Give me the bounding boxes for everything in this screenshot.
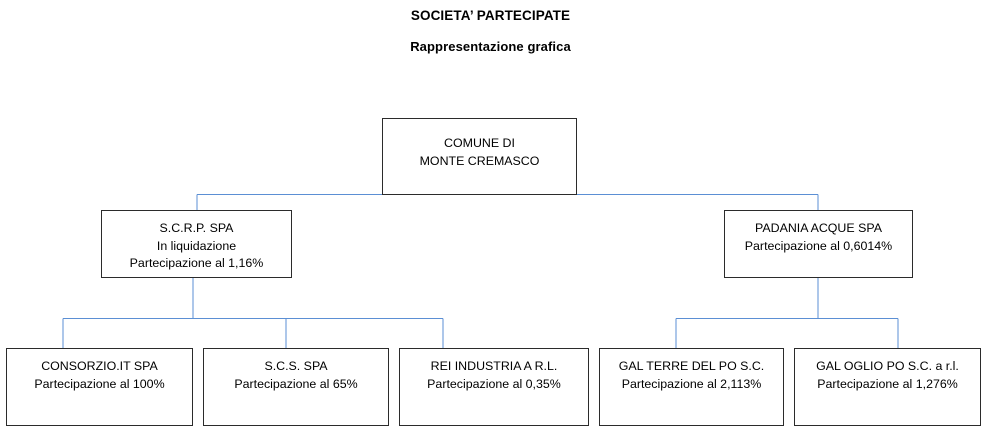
node-line-3: Partecipazione al 1,16% — [129, 256, 264, 270]
node-line-2: MONTE CREMASCO — [419, 153, 540, 168]
node-line-2: Partecipazione al 0,35% — [427, 376, 561, 391]
page-subtitle: Rappresentazione grafica — [410, 39, 571, 54]
node-scs-spa[interactable]: S.C.S. SPA Partecipazione al 65% — [203, 348, 389, 426]
node-line-2: Partecipazione al 1,276% — [817, 376, 958, 391]
node-line-2: Partecipazione al 65% — [234, 376, 358, 391]
node-rei-industria-a-rl[interactable]: REI INDUSTRIA A R.L. Partecipazione al 0… — [399, 348, 589, 426]
page-title: SOCIETA’ PARTECIPATE — [410, 8, 571, 23]
node-line-1: PADANIA ACQUE SPA — [755, 221, 882, 235]
node-line-1: S.C.R.P. SPA — [159, 221, 234, 235]
node-line-1: S.C.S. SPA — [264, 359, 328, 373]
node-line-1: REI INDUSTRIA A R.L. — [430, 359, 558, 373]
node-line-1: GAL OGLIO PO S.C. a r.l. — [816, 359, 959, 373]
node-gal-terre-del-po-sc[interactable]: GAL TERRE DEL PO S.C. Partecipazione al … — [599, 348, 784, 426]
node-line-2: Partecipazione al 2,113% — [621, 376, 762, 391]
node-line-1: GAL TERRE DEL PO S.C. — [618, 359, 765, 373]
node-padania-acque-spa[interactable]: PADANIA ACQUE SPA Partecipazione al 0,60… — [724, 210, 913, 278]
node-comune-di-monte-cremasco[interactable]: COMUNE DI MONTE CREMASCO — [382, 118, 577, 195]
node-line-2: Partecipazione al 0,6014% — [744, 238, 893, 253]
node-line-1: COMUNE DI — [444, 136, 515, 150]
node-scrp-spa[interactable]: S.C.R.P. SPA In liquidazione Partecipazi… — [101, 210, 292, 278]
node-gal-oglio-po-sc-a-rl[interactable]: GAL OGLIO PO S.C. a r.l. Partecipazione … — [794, 348, 981, 426]
node-consorzio-it-spa[interactable]: CONSORZIO.IT SPA Partecipazione al 100% — [6, 348, 193, 426]
node-line-2: Partecipazione al 100% — [34, 376, 165, 391]
node-line-2: In liquidazione — [156, 238, 237, 253]
node-line-1: CONSORZIO.IT SPA — [41, 359, 158, 373]
